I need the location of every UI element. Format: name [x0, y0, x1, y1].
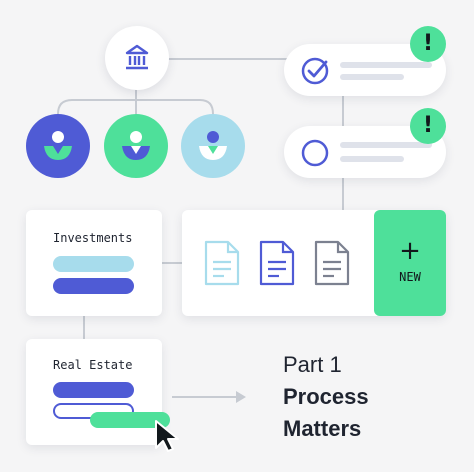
task-item-checked[interactable] [284, 44, 446, 96]
card-title: Investments [53, 231, 133, 245]
avatar-light-blue[interactable] [181, 114, 245, 178]
document-icon[interactable] [204, 240, 240, 286]
document-icon[interactable] [259, 240, 295, 286]
progress-bar-indigo [53, 278, 134, 294]
bank-node[interactable] [105, 26, 169, 90]
card-title: Real Estate [53, 358, 133, 372]
new-button[interactable]: + NEW [374, 210, 446, 316]
check-circle-icon [301, 57, 329, 85]
caption-part: Part 1 [283, 352, 342, 377]
avatar-green[interactable] [104, 114, 168, 178]
cursor-icon [155, 420, 179, 452]
task-text-line [340, 62, 432, 68]
progress-bar-light [53, 256, 134, 272]
new-button-label: NEW [399, 270, 421, 284]
investments-card[interactable]: Investments [26, 210, 162, 316]
task-text-line [340, 156, 404, 162]
plus-icon: + [399, 236, 421, 266]
alert-badge[interactable]: ! [410, 26, 446, 62]
caption-title-line1: Process [283, 384, 369, 409]
dragged-green-bar[interactable] [90, 412, 170, 428]
task-text-line [340, 74, 404, 80]
bank-icon [125, 44, 149, 70]
user-icon [122, 131, 150, 160]
alert-badge[interactable]: ! [410, 108, 446, 144]
user-icon [44, 131, 72, 160]
user-icon [199, 131, 227, 160]
avatar-indigo[interactable] [26, 114, 90, 178]
document-icon[interactable] [314, 240, 350, 286]
circle-icon[interactable] [300, 138, 330, 168]
progress-bar-indigo [53, 382, 134, 398]
real-estate-card[interactable]: Real Estate [26, 339, 162, 445]
task-text-line [340, 142, 432, 148]
caption-title-line2: Matters [283, 416, 362, 441]
